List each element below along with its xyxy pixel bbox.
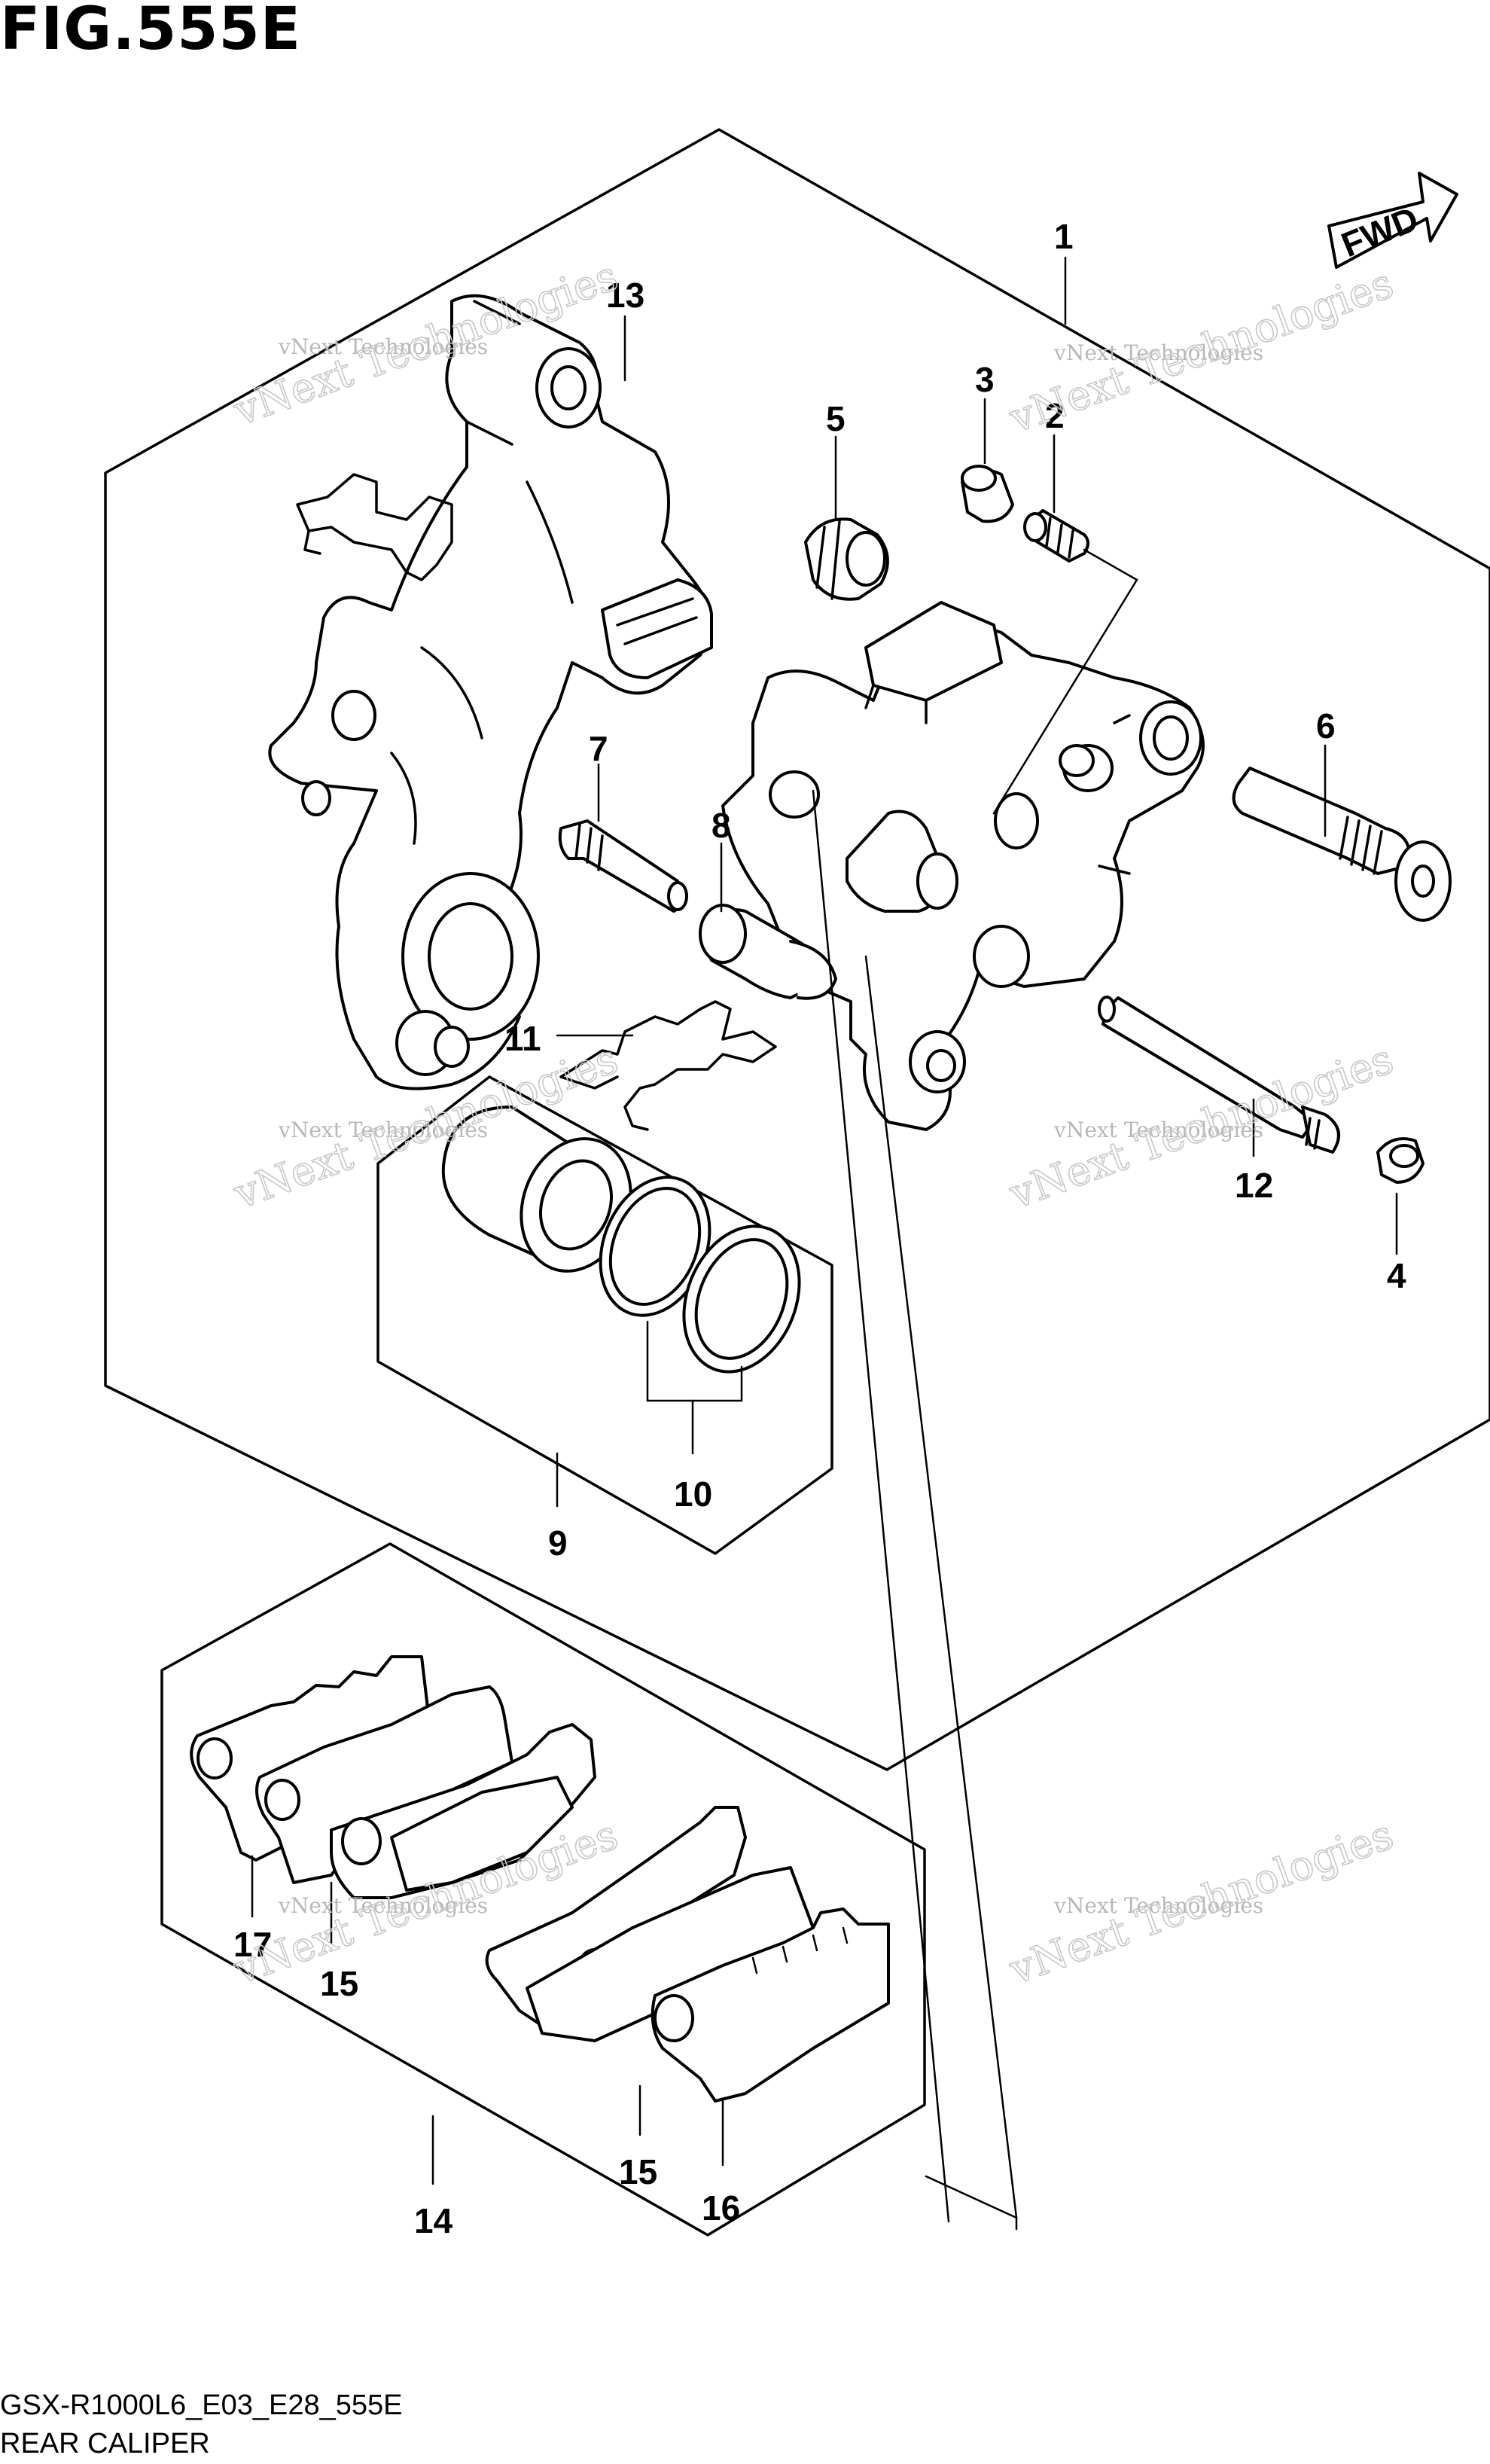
watermark-6: vNext Technologies [1053, 1893, 1263, 1918]
leader-lines [251, 256, 1398, 2231]
figure-caption: REAR CALIPER [0, 2428, 210, 2459]
piston [441, 1105, 632, 1273]
sliding-pin-upper [1232, 767, 1452, 922]
bleeder-cap [961, 465, 1014, 523]
callout-1: 1 [1054, 217, 1074, 256]
watermark-3: vNext Technologies [278, 1118, 488, 1142]
brake-pads [190, 1655, 890, 2103]
callout-5: 5 [826, 399, 846, 438]
figure-code: GSX-R1000L6_E03_E28_555E [0, 2389, 403, 2421]
callout-9: 9 [548, 1523, 568, 1563]
callout-14: 14 [414, 2201, 453, 2240]
callout-numbers: 1 2 3 4 5 6 7 8 9 10 11 12 13 14 15 15 1… [233, 217, 1406, 2240]
callout-2: 2 [1045, 396, 1065, 435]
spring-clip [296, 473, 453, 581]
caliper-body [721, 601, 1205, 1131]
pin-cap [1376, 1137, 1424, 1184]
callout-7: 7 [589, 729, 608, 768]
sliding-pin-lower [1098, 996, 1340, 1154]
pin-boot [699, 904, 837, 1000]
fwd-arrow-icon: FWD [1327, 172, 1458, 269]
callout-11: 11 [504, 1019, 541, 1058]
caliper-bracket [268, 294, 713, 1090]
plug [804, 517, 889, 601]
pad-kit-frame [160, 1542, 926, 2237]
callout-15-right: 15 [619, 2152, 657, 2191]
callout-4: 4 [1387, 1256, 1406, 1295]
bleeder-valve [1023, 509, 1089, 563]
callout-16: 16 [702, 2188, 740, 2228]
pad-spring [559, 1000, 777, 1131]
watermark-5: vNext Technologies [278, 1893, 488, 1918]
fwd-label: FWD [1336, 199, 1424, 264]
callout-10: 10 [674, 1474, 712, 1514]
callout-12: 12 [1235, 1166, 1273, 1205]
callout-17: 17 [233, 1925, 272, 1964]
watermark-4: vNext Technologies [1053, 1118, 1263, 1142]
caliper-bolt [558, 819, 688, 913]
figure-title: FIG.555E [0, 0, 302, 63]
piston-seals [599, 1176, 801, 1374]
callout-15-left: 15 [320, 1964, 358, 2003]
piston-kit-frame [376, 1075, 833, 1555]
watermark-2: vNext Technologies [1053, 340, 1263, 365]
watermark-1: vNext Technologies [278, 334, 488, 359]
callout-8: 8 [711, 806, 731, 845]
callout-3: 3 [975, 360, 995, 399]
callout-13: 13 [606, 276, 644, 315]
caliper-kit-frame [104, 128, 1490, 1771]
callout-6: 6 [1316, 706, 1336, 746]
